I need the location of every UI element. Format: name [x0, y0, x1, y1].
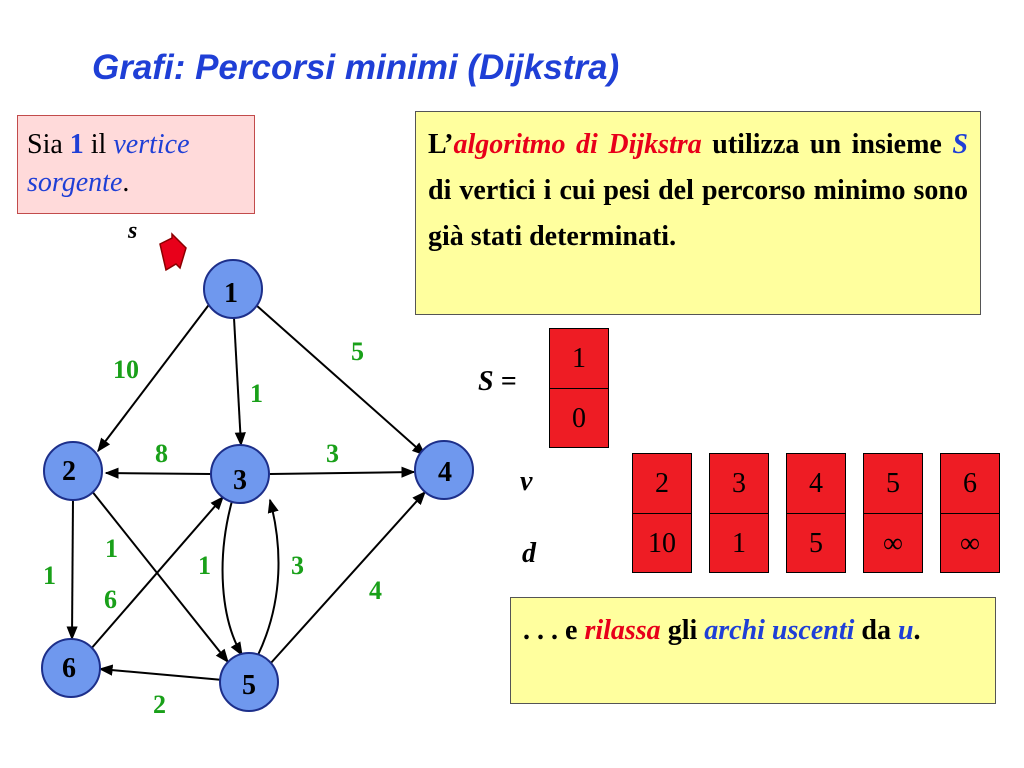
table-cell: 6 ∞: [940, 453, 1000, 573]
set-s-distance: 0: [572, 403, 586, 434]
note-text: Sia: [27, 129, 70, 160]
set-s-cell: 1 0: [549, 328, 609, 448]
edge-1-3: [233, 317, 246, 447]
table-cell: 2 10: [632, 453, 692, 573]
edge-6-3: [89, 495, 224, 651]
relax-term: rilassa: [584, 615, 661, 646]
cell-vertex: 3: [710, 454, 768, 514]
table-cell: 3 1: [709, 453, 769, 573]
cell-distance: ∞: [960, 528, 980, 559]
node-5: [219, 652, 279, 712]
cell-distance: ∞: [883, 528, 903, 559]
weight-2-6: 1: [43, 561, 56, 590]
node-label: 1: [224, 278, 238, 309]
node-label: 2: [62, 456, 76, 487]
edge-2-6: [66, 497, 78, 641]
cell-vertex: 4: [787, 454, 845, 514]
weight-3-4: 3: [326, 439, 339, 468]
edge-3-5: [221, 500, 243, 657]
edge-3-2: [104, 467, 212, 479]
cell-distance: 5: [809, 528, 823, 559]
node-2: [43, 441, 103, 501]
set-symbol: S: [952, 129, 968, 160]
source-vertex-number: 1: [69, 129, 84, 160]
edge-5-4: [269, 490, 426, 665]
weight-3-2: 8: [155, 439, 168, 468]
node-label: 4: [438, 457, 452, 488]
cell-vertex: 6: [941, 454, 999, 514]
source-vertex-term: vertice sorgente: [27, 129, 190, 198]
weight-5-6: 2: [153, 690, 166, 719]
node-6: [41, 638, 101, 698]
relax-text: . . . e: [523, 615, 585, 646]
edge-5-6: [98, 664, 224, 681]
edge-5-3: [257, 498, 280, 656]
weight-5-3: 3: [291, 551, 304, 580]
source-pointer-arrow: [159, 232, 187, 272]
cell-vertex: 2: [633, 454, 691, 514]
weight-3-5: 1: [198, 551, 211, 580]
note-text: il: [83, 129, 114, 160]
weight-1-3: 1: [250, 379, 263, 408]
node-3: [210, 444, 270, 504]
source-vertex-note: Sia 1 il vertice sorgente.: [17, 115, 255, 214]
vertex-u: u: [897, 615, 914, 646]
weight-6-3: 6: [104, 585, 117, 614]
edge-2-5: [90, 489, 229, 664]
node-label: 6: [62, 653, 76, 684]
cell-distance: 10: [648, 528, 676, 559]
set-s-vertex: 1: [550, 329, 608, 389]
weight-1-4: 5: [351, 337, 364, 366]
relax-text: .: [913, 615, 921, 646]
node-label: 3: [233, 465, 247, 496]
weight-5-4: 4: [369, 576, 382, 605]
cell-vertex: 5: [864, 454, 922, 514]
v-label: v: [520, 466, 533, 497]
d-label: d: [522, 538, 536, 569]
edge-1-2: [97, 301, 212, 453]
relax-text: gli: [660, 615, 705, 646]
cell-distance: 1: [732, 528, 746, 559]
node-label: 5: [242, 670, 256, 701]
table-cell: 4 5: [786, 453, 846, 573]
outgoing-edges-term: archi uscenti: [704, 615, 855, 646]
table-cell: 5 ∞: [863, 453, 923, 573]
edge-3-4: [269, 466, 416, 478]
weight-1-2: 10: [113, 355, 139, 384]
algorithm-description: L’algoritmo di Dijkstra utilizza un insi…: [415, 111, 981, 315]
set-label: S =: [478, 366, 517, 397]
source-label: s: [128, 218, 138, 244]
node-4: [414, 440, 474, 500]
edge-1-4: [255, 304, 427, 456]
desc-text: di vertici i cui pesi del percorso minim…: [428, 175, 968, 252]
desc-text: utilizza un insieme: [701, 129, 953, 160]
desc-text: L’: [428, 129, 454, 160]
relax-text: da: [854, 615, 898, 646]
page-title: Grafi: Percorsi minimi (Dijkstra): [92, 48, 620, 87]
node-1: [203, 259, 263, 319]
relax-note: . . . e rilassa gli archi uscenti da u.: [510, 597, 996, 704]
weight-2-5: 1: [105, 534, 118, 563]
algorithm-name: algoritmo di Dijkstra: [453, 129, 702, 160]
note-text: .: [122, 167, 130, 198]
